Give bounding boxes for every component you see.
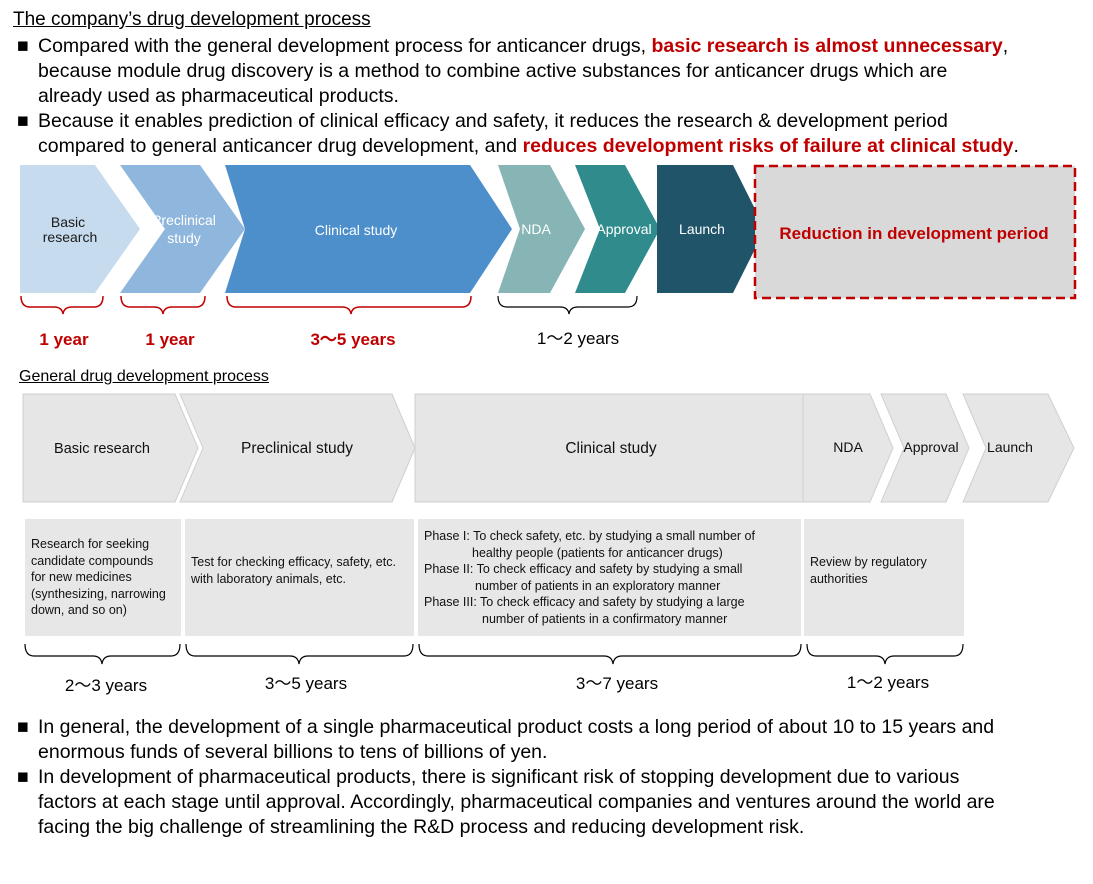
description-line: number of patients in an exploratory man… [475,578,721,593]
reduction-label: Reduction in development period [779,224,1048,243]
description-basic-research: Research for seeking candidate compounds… [25,519,181,636]
description-line: Review by regulatory [810,555,927,569]
stage-label: NDA [521,221,551,237]
stage-preclinical-study [120,165,245,293]
duration-brace [226,295,472,315]
description-line: down, and so on) [31,603,127,618]
duration-brace [418,643,802,665]
bullet-text: Because it enables prediction of clinica… [38,110,948,132]
description-clinical-study: Phase I: To check safety, etc. by studyi… [418,519,801,636]
general-stage-label: NDA [833,439,863,455]
duration-label: 1～2 years [537,329,619,348]
bullet-text: , [1002,35,1009,57]
description-line: Phase III: To check efficacy and safety … [424,595,745,609]
bullet-text: already used as pharmaceutical products. [38,85,399,107]
general-stage-label: Preclinical study [241,440,353,457]
stage-label: Clinical study [315,222,397,238]
company-process-heading: The company’s drug development process [13,9,371,30]
reduction-box [753,164,1077,300]
duration-label: 1～2 years [847,673,929,692]
stage-label: Launch [679,221,725,237]
general-stage-approval [880,393,970,503]
general-stage-basic-research [22,393,199,503]
stage-label: study [167,230,200,246]
bullet-text: factors at each stage until approval. Ac… [38,791,995,813]
stage-nda [498,165,585,293]
duration-label: 3～7 years [576,674,658,693]
description-line: with laboratory animals, etc. [191,571,346,586]
stage-basic-research [20,165,140,293]
bullet-marker: ■ [17,766,29,788]
bullet-marker: ■ [17,716,29,738]
company-bullet-1: ■ Compared with the general development … [17,34,1077,109]
description-line: number of patients in a confirmatory man… [482,611,728,626]
duration-brace [185,643,414,665]
general-stage-label: Approval [903,439,958,455]
duration-label: 2～3 years [65,676,147,695]
company-bullet-2: ■ Because it enables prediction of clini… [17,109,1087,159]
description-line: Research for seeking [31,537,150,552]
description-nda: Review by regulatory authorities [804,519,964,636]
description-line: Phase I: To check safety, etc. by studyi… [424,529,755,543]
duration-label: 1 year [39,330,89,349]
description-line: (synthesizing, narrowing [31,586,166,601]
duration-brace [20,295,104,315]
highlight-text: basic research is almost unnecessary [651,35,1003,57]
general-stage-nda [802,393,894,503]
description-line: for new medicines [31,570,132,585]
bullet-text: . [1013,135,1019,157]
duration-label: 3～5 years [265,674,347,693]
description-line: healthy people (patients for anticancer … [472,545,723,560]
stage-label: research [43,229,97,245]
duration-brace [497,295,638,315]
highlight-text: reduces development risks of failure at … [522,135,1014,157]
bullet-text: enormous funds of several billions to te… [38,741,548,763]
bullet-text: because module drug discovery is a metho… [38,60,948,82]
duration-brace [24,643,181,665]
description-line: candidate compounds [31,553,154,568]
stage-launch [657,165,765,293]
description-line: Phase II: To check efficacy and safety b… [424,562,743,576]
general-stage-label: Launch [987,439,1033,455]
general-stage-label: Clinical study [565,440,657,457]
stage-clinical-study [225,165,512,293]
stage-label: Basic [51,214,85,230]
duration-brace [806,643,964,665]
bullet-text: facing the big challenge of streamlining… [38,816,805,838]
stage-approval [575,165,660,293]
bullet-text: In development of pharmaceutical product… [38,766,960,788]
stage-label: Preclinical [152,212,216,228]
duration-label: 3～5 years [310,330,395,349]
duration-brace [120,295,206,315]
general-stage-label: Basic research [54,441,150,457]
description-preclinical-study: Test for checking efficacy, safety, etc.… [185,519,414,636]
stage-label: Approval [596,221,651,237]
bullet-text: In general, the development of a single … [38,716,995,738]
general-stage-launch [962,393,1075,503]
bullet-marker: ■ [17,110,29,132]
general-process-heading: General drug development process [19,368,269,385]
description-line: authorities [810,571,868,586]
bullet-marker: ■ [17,35,29,57]
footer-bullet-2: ■ In development of pharmaceutical produ… [17,765,1087,840]
bullet-text: Compared with the general development pr… [38,35,652,57]
duration-label: 1 year [145,330,195,349]
footer-bullet-1: ■ In general, the development of a singl… [17,715,1087,765]
description-line: Test for checking efficacy, safety, etc. [191,555,396,569]
general-stage-preclinical-study [179,393,416,503]
bullet-text: compared to general anticancer drug deve… [38,135,523,157]
